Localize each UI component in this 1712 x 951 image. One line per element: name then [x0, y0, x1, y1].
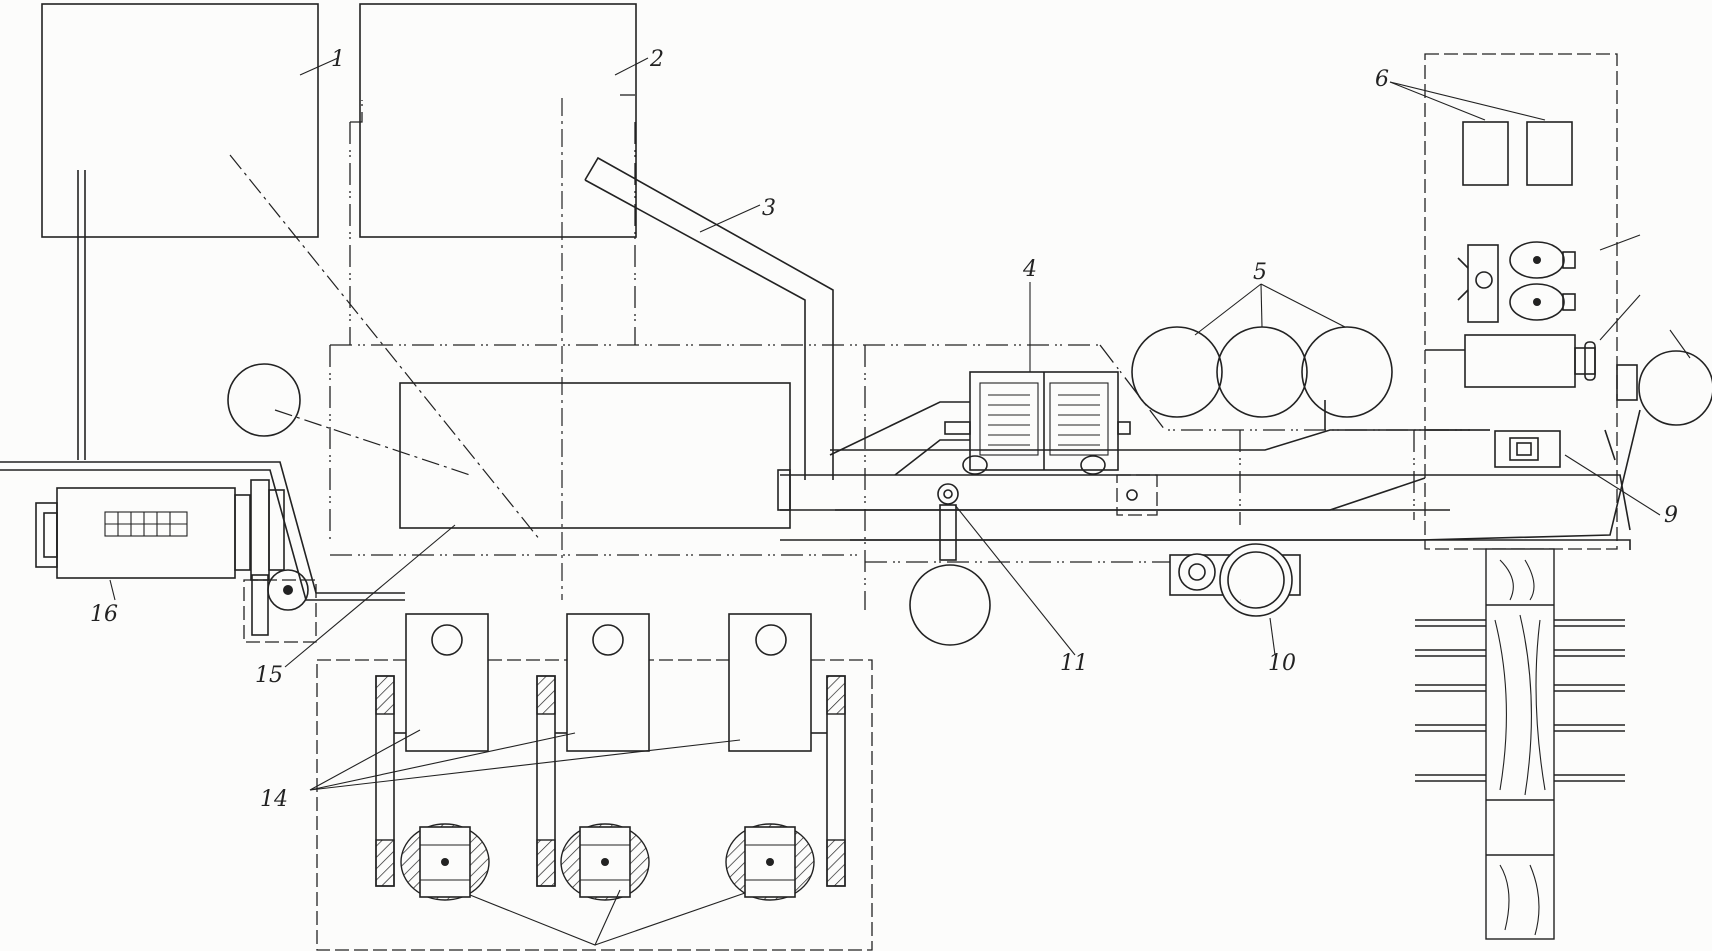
label-1: 1 [331, 47, 345, 72]
tank-2 [359, 3, 637, 238]
label-4: 4 [1022, 257, 1037, 282]
engine-block [1464, 334, 1596, 388]
mixer-14c [728, 613, 812, 752]
motor-b [560, 823, 650, 901]
pipelines [229, 94, 1490, 610]
tank-1 [41, 3, 319, 238]
label-15: 15 [255, 663, 283, 688]
pump-11 [937, 483, 959, 561]
receiver-5c [1301, 326, 1393, 418]
timber-stack [1415, 548, 1625, 940]
label-9: 9 [1664, 503, 1678, 528]
label-10: 10 [1268, 651, 1296, 676]
central-tank [399, 382, 791, 529]
label-5: 5 [1253, 260, 1267, 285]
motor-a [400, 823, 490, 901]
unit-16 [35, 479, 309, 636]
inclined-chute-3 [584, 156, 834, 480]
right-step [1616, 364, 1638, 401]
compressor-units [1457, 241, 1576, 323]
label-3: 3 [762, 196, 776, 221]
receiver-5a [1131, 326, 1223, 418]
label-14: 14 [260, 787, 288, 812]
pump-10 [1169, 543, 1301, 617]
label-16: 16 [90, 602, 118, 627]
tank-lower-center [909, 564, 991, 646]
process-lines [0, 349, 1641, 601]
motor-c [725, 823, 815, 901]
label-6: 6 [1375, 67, 1389, 92]
pump-9 [1494, 430, 1561, 468]
label-2: 2 [649, 47, 664, 72]
panel-6b [1526, 121, 1573, 186]
label-11: 11 [1060, 651, 1088, 676]
left-tank-circle [227, 363, 301, 437]
receiver-5b [1216, 326, 1308, 418]
leader-lines [109, 57, 1661, 791]
mixer-14a [405, 613, 489, 752]
chute-entry [777, 469, 791, 511]
mixer-14b [566, 613, 650, 752]
filter-unit-4 [944, 371, 1131, 475]
right-tank-circle [1638, 350, 1712, 426]
panel-6a [1462, 121, 1509, 186]
